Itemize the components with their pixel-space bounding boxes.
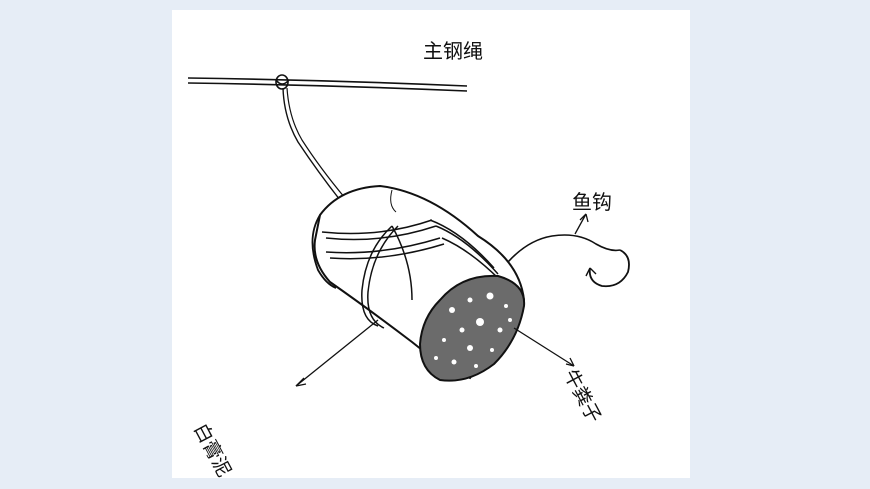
hook-line [507, 234, 621, 263]
bait-end [418, 274, 526, 382]
pointer-arrows [295, 213, 589, 387]
main-rope [187, 77, 468, 92]
bait-speckles [434, 292, 512, 368]
hook-label: 鱼钩 [572, 190, 612, 214]
binding-rope [321, 219, 501, 329]
hanging-line [282, 87, 341, 201]
main-rope-label: 主钢绳 [423, 39, 483, 63]
rope-knot [275, 74, 290, 90]
hook [588, 249, 630, 288]
